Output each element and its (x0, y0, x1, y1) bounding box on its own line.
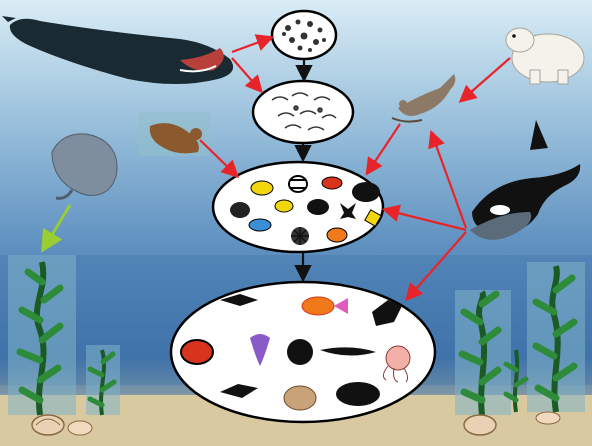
otter-icon (138, 112, 210, 156)
small-fish-node (213, 162, 383, 252)
zooplankton-node (253, 81, 353, 143)
plankton-node (272, 11, 336, 59)
deep-fish-node (171, 282, 435, 422)
